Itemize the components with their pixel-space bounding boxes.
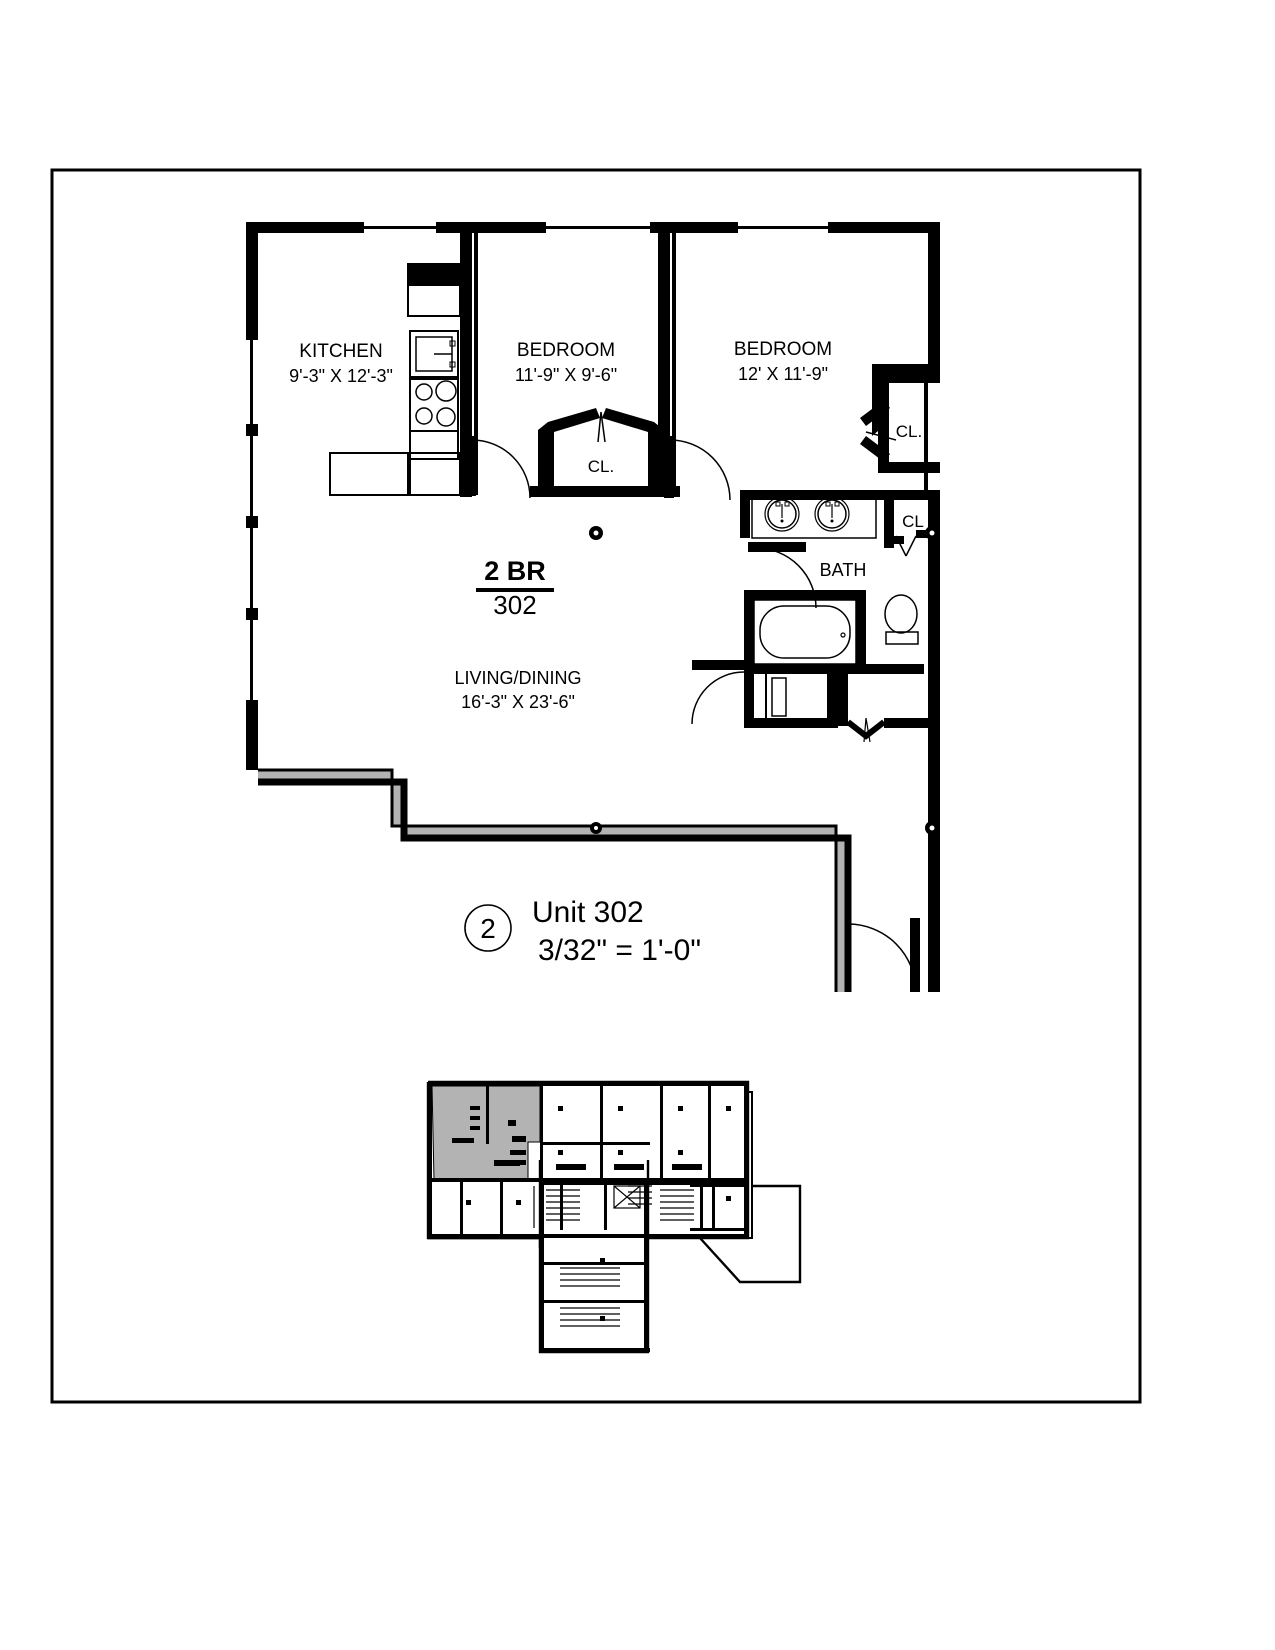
- title-block-scale: 3/32" = 1'-0": [538, 934, 701, 967]
- key-plan-fixtures: [452, 1106, 731, 1321]
- closet-label-bedroom-left: CL.: [588, 457, 614, 476]
- title-block: 2 Unit 302 3/32" = 1'-0": [464, 896, 701, 967]
- room-dims-kitchen: 9'-3" X 12'-3": [289, 366, 393, 386]
- unit-tag-number: 302: [493, 590, 536, 620]
- room-dims-bedroom-left: 11'-9" X 9'-6": [515, 365, 617, 385]
- building-key-plan: [426, 1080, 802, 1354]
- room-label-kitchen: KITCHEN: [299, 341, 382, 362]
- bath-sink-left-icon: [764, 496, 800, 532]
- kitchen-fixtures: [329, 263, 461, 496]
- room-dims-living-dining: 16'-3" X 23'-6": [461, 692, 575, 712]
- bath-sink-right-icon: [814, 496, 850, 532]
- shaded-terrace-wall: [258, 768, 852, 992]
- closet-label-bedroom-right: CL.: [896, 422, 922, 441]
- room-label-living-dining: LIVING/DINING: [454, 668, 581, 688]
- sheet-border: [50, 168, 1142, 1404]
- doors: [466, 436, 920, 993]
- room-labels: KITCHEN 9'-3" X 12'-3" BEDROOM 11'-9" X …: [289, 339, 924, 712]
- room-label-bath: BATH: [820, 560, 867, 580]
- kitchen-range-icon: [409, 378, 459, 432]
- detail-number: 2: [480, 913, 496, 944]
- outlet-symbols: [589, 526, 939, 835]
- unit-tag-type: 2 BR: [484, 556, 546, 586]
- walls: [246, 222, 940, 992]
- key-plan-wing: [699, 1184, 802, 1284]
- closet-bedroom-left: [538, 408, 664, 497]
- room-dims-bedroom-right: 12' X 11'-9": [738, 364, 828, 384]
- room-label-bedroom-left: BEDROOM: [517, 340, 615, 361]
- title-block-title: Unit 302: [532, 896, 644, 929]
- unit-plan: KITCHEN 9'-3" X 12'-3" BEDROOM 11'-9" X …: [246, 222, 940, 993]
- closet-bedroom-right: [860, 364, 940, 473]
- closet-label-hall: CL: [902, 512, 924, 531]
- room-label-bedroom-right: BEDROOM: [734, 339, 832, 360]
- key-plan-elevator: [613, 1185, 641, 1209]
- bath-area: [740, 490, 940, 743]
- unit-tag: 2 BR 302: [476, 556, 554, 620]
- toilet-icon: [884, 594, 919, 645]
- kitchen-sink-icon: [409, 330, 459, 378]
